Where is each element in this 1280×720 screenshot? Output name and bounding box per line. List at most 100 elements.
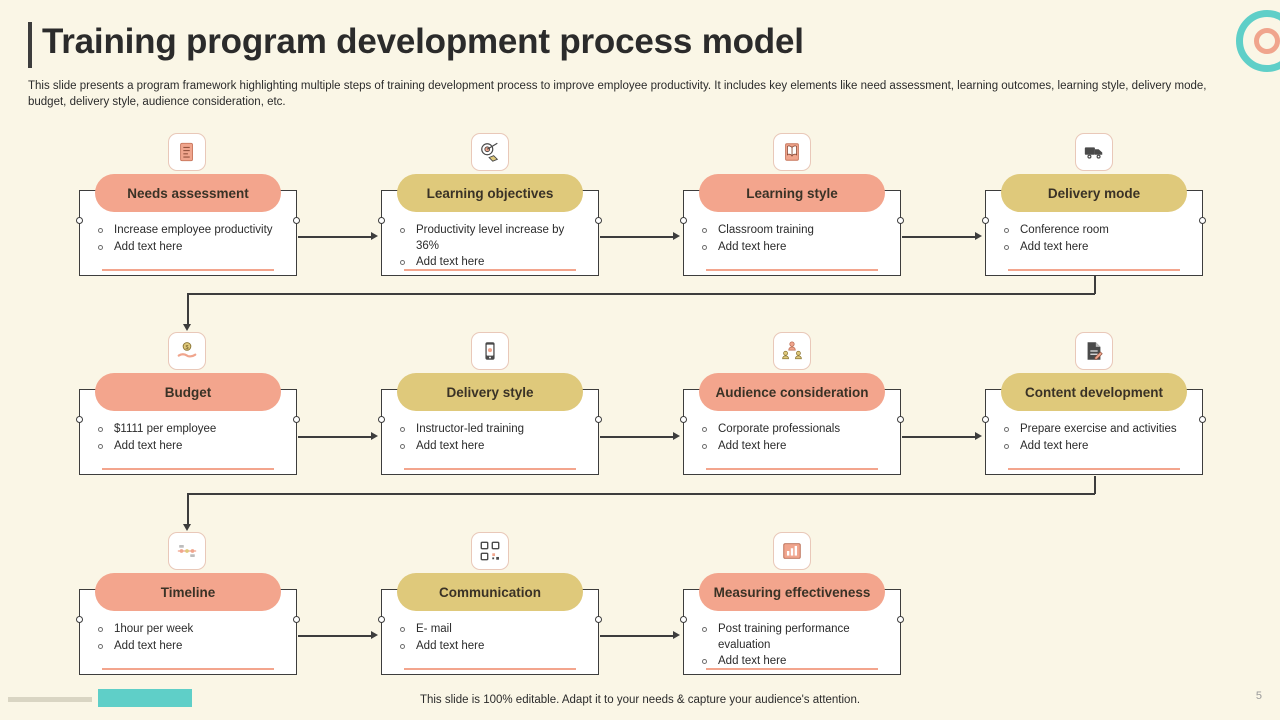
- connector-dot-right: [293, 217, 300, 224]
- arrow-r1-c3-c4: [975, 232, 982, 240]
- connector-wrap1-vert-right: [1094, 276, 1096, 294]
- card-body-timeline: 1hour per week Add text here: [80, 590, 296, 682]
- connector-dot-left: [76, 217, 83, 224]
- list-item: Increase employee productivity: [94, 223, 286, 239]
- card-underline: [1008, 468, 1180, 470]
- card-body-needs-assessment: Increase employee productivity Add text …: [80, 191, 296, 283]
- card-content-development[interactable]: Content development Prepare exercise and…: [982, 373, 1206, 475]
- card-underline: [404, 668, 576, 670]
- card-title-budget: Budget: [95, 373, 281, 411]
- connector-dot-right: [1199, 416, 1206, 423]
- arrow-r3-c2-c3: [673, 631, 680, 639]
- list-item: Post training performance evaluation: [698, 622, 890, 653]
- list-item: Corporate professionals: [698, 422, 890, 438]
- arrow-r2-c1-c2: [371, 432, 378, 440]
- connector-dot-right: [897, 616, 904, 623]
- mobile-device-icon: [485, 342, 495, 360]
- card-title-measuring-effectiveness: Measuring effectiveness: [699, 573, 885, 611]
- connector-dot-left: [982, 416, 989, 423]
- page-title: Training program development process mod…: [42, 22, 804, 61]
- list-item: Productivity level increase by 36%: [396, 223, 588, 254]
- card-body-delivery-style: Instructor-led training Add text here: [382, 390, 598, 482]
- card-underline: [404, 269, 576, 271]
- card-budget[interactable]: Budget $1111 per employee Add text here: [76, 373, 300, 475]
- list-item: Add text here: [94, 240, 286, 256]
- arrow-wrap2-down: [183, 524, 191, 531]
- document-checklist-icon: [180, 142, 193, 162]
- card-underline: [1008, 269, 1180, 271]
- document-pen-icon: [1087, 342, 1103, 360]
- connector-dot-right: [595, 416, 602, 423]
- card-underline: [706, 468, 878, 470]
- card-body-delivery-mode: Conference room Add text here: [986, 191, 1202, 283]
- connector-r2-c1-c2: [298, 436, 372, 438]
- list-item: Add text here: [698, 439, 890, 455]
- list-item: Conference room: [1000, 223, 1192, 239]
- arrow-r1-c2-c3: [673, 232, 680, 240]
- connector-wrap2-horiz: [187, 493, 1095, 495]
- money-hand-icon: $: [177, 342, 197, 358]
- page-subtitle: This slide presents a program framework …: [28, 80, 1207, 108]
- people-group-icon: [782, 341, 802, 360]
- connector-dot-left: [76, 416, 83, 423]
- card-underline: [102, 668, 274, 670]
- timeline-milestone-icon: [177, 545, 197, 557]
- list-item: Instructor-led training: [396, 422, 588, 438]
- list-item: $1111 per employee: [94, 422, 286, 438]
- arrow-r1-c1-c2: [371, 232, 378, 240]
- card-underline: [404, 468, 576, 470]
- card-body-measuring-effectiveness: Post training performance evaluation Add…: [684, 590, 900, 682]
- icon-badge-measuring-effectiveness: [773, 532, 811, 570]
- list-item: Add text here: [698, 240, 890, 256]
- arrow-r2-c3-c4: [975, 432, 982, 440]
- connector-dot-right: [897, 217, 904, 224]
- card-title-delivery-mode: Delivery mode: [1001, 174, 1187, 212]
- connector-r2-c3-c4: [902, 436, 976, 438]
- list-item: Add text here: [94, 639, 286, 655]
- icon-badge-communication: [471, 532, 509, 570]
- connector-dot-right: [293, 416, 300, 423]
- list-item: Add text here: [1000, 439, 1192, 455]
- footer-note: This slide is 100% editable. Adapt it to…: [419, 694, 861, 706]
- arrow-wrap1-down: [183, 324, 191, 331]
- connector-dot-left: [680, 616, 687, 623]
- card-measuring-effectiveness[interactable]: Measuring effectiveness Post training pe…: [680, 573, 904, 675]
- card-title-communication: Communication: [397, 573, 583, 611]
- footer-accent-rule: [8, 697, 92, 702]
- connector-dot-right: [595, 217, 602, 224]
- decorative-teal-ring-icon: [1236, 10, 1280, 72]
- connector-wrap1-horiz: [187, 293, 1095, 295]
- decorative-peach-ring-icon: [1254, 28, 1280, 54]
- card-delivery-style[interactable]: Delivery style Instructor-led training A…: [378, 373, 602, 475]
- card-title-audience-consideration: Audience consideration: [699, 373, 885, 411]
- connector-dot-left: [982, 217, 989, 224]
- book-reading-icon: [785, 143, 799, 161]
- icon-badge-delivery-style: [471, 332, 509, 370]
- connector-dot-right: [897, 416, 904, 423]
- list-item: Add text here: [698, 654, 890, 670]
- connector-dot-right: [293, 616, 300, 623]
- card-learning-style[interactable]: Learning style Classroom training Add te…: [680, 174, 904, 276]
- list-item: Classroom training: [698, 223, 890, 239]
- card-audience-consideration[interactable]: Audience consideration Corporate profess…: [680, 373, 904, 475]
- icon-badge-learning-objectives: [471, 133, 509, 171]
- card-title-learning-objectives: Learning objectives: [397, 174, 583, 212]
- card-underline: [102, 269, 274, 271]
- list-item: Add text here: [94, 439, 286, 455]
- title-accent-rule: [28, 22, 32, 68]
- card-underline: [706, 668, 878, 670]
- connector-wrap2-vert-right: [1094, 476, 1096, 494]
- bar-chart-icon: [783, 543, 801, 559]
- connector-r3-c2-c3: [600, 635, 674, 637]
- card-timeline[interactable]: Timeline 1hour per week Add text here: [76, 573, 300, 675]
- card-needs-assessment[interactable]: Needs assessment Increase employee produ…: [76, 174, 300, 276]
- qr-network-icon: [480, 541, 500, 561]
- card-communication[interactable]: Communication E- mail Add text here: [378, 573, 602, 675]
- icon-badge-delivery-mode: [1075, 133, 1113, 171]
- card-body-learning-objectives: Productivity level increase by 36% Add t…: [382, 191, 598, 283]
- list-item: Add text here: [396, 439, 588, 455]
- card-delivery-mode[interactable]: Delivery mode Conference room Add text h…: [982, 174, 1206, 276]
- card-learning-objectives[interactable]: Learning objectives Productivity level i…: [378, 174, 602, 276]
- icon-badge-audience-consideration: [773, 332, 811, 370]
